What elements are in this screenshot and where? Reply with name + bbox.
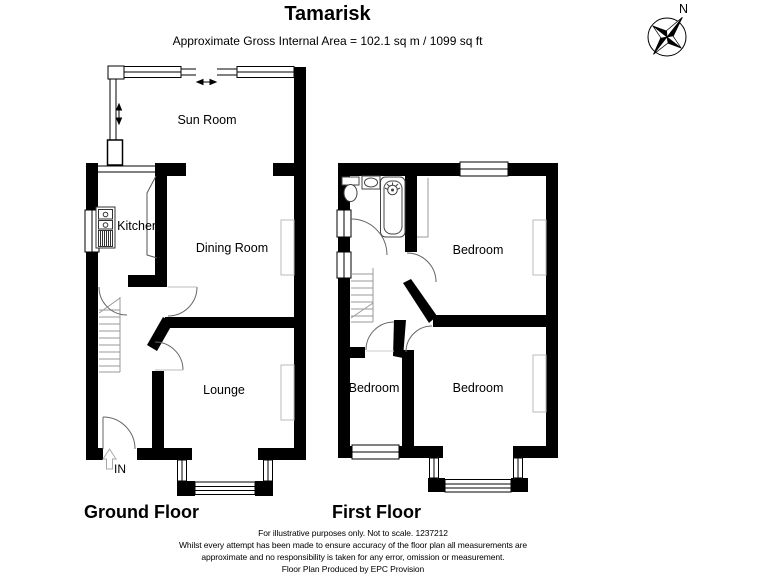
entrance-in-label: IN	[114, 462, 126, 476]
back-left-bedroom-door-arc	[365, 321, 395, 351]
staircase-ground	[98, 297, 121, 373]
lounge-radiator	[280, 364, 295, 421]
first-floor-doors	[350, 218, 437, 353]
ground-floor-plan	[84, 65, 306, 496]
page-title: Tamarisk	[284, 3, 371, 25]
front-bedroom-window	[459, 161, 509, 177]
kitchen-sunroom-glazing	[98, 165, 155, 173]
first-floor-windows	[336, 161, 523, 493]
bathroom-door-arc	[350, 218, 388, 256]
first-floor-caption: First Floor	[332, 502, 421, 522]
front-bedroom-label: Bedroom	[452, 243, 504, 257]
page-subtitle: Approximate Gross Internal Area = 102.1 …	[172, 34, 483, 48]
sliding-door-arrows-top	[195, 78, 218, 86]
wash-basin	[361, 175, 381, 190]
kitchen-label: Kitchen	[117, 219, 159, 233]
disclaimer-line-4: Floor Plan Produced by EPC Provision	[281, 564, 425, 574]
disclaimer-text: For illustrative purposes only. Not to s…	[38, 527, 668, 575]
staircase-first	[350, 268, 374, 323]
back-left-bedroom-label: Bedroom	[348, 381, 400, 395]
dining-door-arc	[167, 286, 198, 317]
dining-room-label: Dining Room	[195, 241, 269, 255]
ground-floor-doors	[98, 286, 198, 450]
back-right-bedroom-radiator	[532, 354, 547, 413]
ground-floor-caption: Ground Floor	[84, 502, 199, 522]
kitchen-counter	[146, 175, 158, 259]
disclaimer-line-2: Whilst every attempt has been made to en…	[179, 540, 527, 550]
sun-room-corner-post	[107, 65, 125, 80]
ground-floor-walls	[86, 67, 306, 496]
landing-window	[336, 251, 352, 279]
front-door-arc	[102, 416, 136, 450]
disclaimer-line-3: approximate and no responsibility is tak…	[201, 552, 505, 562]
bay-window-first	[429, 457, 523, 493]
sun-room-window-top-right	[236, 66, 295, 78]
front-bedroom-radiator	[532, 219, 547, 276]
lounge-door-arc	[154, 341, 184, 371]
sun-room-label: Sun Room	[177, 113, 237, 127]
first-floor-walls	[338, 163, 558, 492]
bathroom-window	[336, 209, 352, 238]
bathtub	[380, 176, 406, 238]
sun-room-window-top-left	[123, 66, 182, 78]
sliding-door-arrows-left	[115, 102, 123, 126]
back-left-bedroom-window	[351, 444, 400, 460]
lounge-label: Lounge	[203, 383, 245, 397]
kitchen-door-arc	[98, 286, 128, 316]
dining-radiator	[280, 219, 295, 276]
bedroom-wardrobe-lines	[417, 178, 429, 238]
entrance-arrow-icon	[102, 448, 117, 470]
first-floor-plan	[336, 161, 558, 493]
front-bedroom-door-arc	[406, 252, 437, 283]
kitchen-sink-unit	[95, 206, 116, 249]
disclaimer-line-1: For illustrative purposes only. Not to s…	[258, 528, 448, 538]
back-right-bedroom-door-arc	[405, 325, 433, 353]
compass-north-label: N	[679, 2, 689, 16]
toilet	[341, 176, 360, 202]
back-right-bedroom-label: Bedroom	[452, 381, 504, 395]
sun-room-pillar	[106, 139, 124, 166]
bay-window-ground	[177, 459, 273, 495]
compass-icon	[647, 17, 687, 57]
